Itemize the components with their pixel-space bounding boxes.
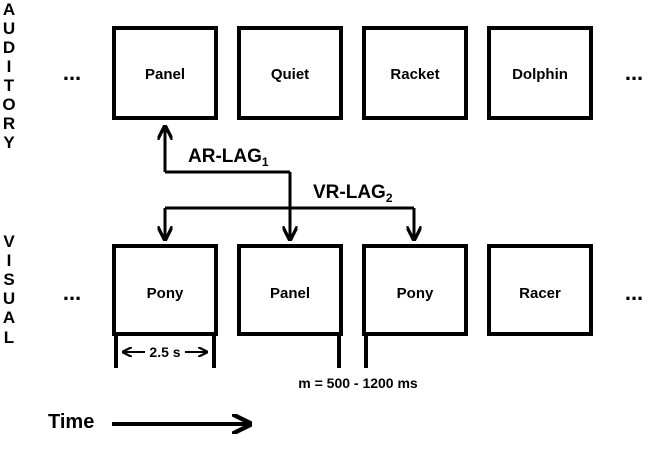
visual-box: [237, 244, 343, 336]
visual-box: [112, 244, 218, 336]
visual-word: Pony: [397, 285, 434, 302]
vr-lag-label: VR-LAG2: [313, 182, 393, 205]
ar-lag-label: AR-LAG1: [188, 146, 269, 169]
auditory-row: [112, 26, 593, 120]
duration-label: 2.5 s: [149, 344, 180, 360]
ellipsis-auditory-left: ...: [63, 60, 81, 85]
auditory-letter: O: [2, 95, 15, 114]
interval-marker: [337, 334, 368, 368]
vr-lag-subscript: 2: [386, 191, 393, 205]
visual-box: [487, 244, 593, 336]
auditory-box: [487, 26, 593, 120]
visual-box: [362, 244, 468, 336]
auditory-word: Panel: [145, 66, 185, 83]
auditory-box: [362, 26, 468, 120]
ellipsis-auditory-right: ...: [625, 60, 643, 85]
visual-letter: A: [3, 308, 15, 327]
visual-letter: S: [3, 270, 14, 289]
auditory-word: Dolphin: [512, 66, 568, 83]
ellipsis-visual-left: ...: [63, 280, 81, 305]
visual-word: Racer: [519, 285, 561, 302]
duration-marker: [114, 334, 216, 368]
auditory-word: Racket: [390, 66, 439, 83]
auditory-letter: A: [3, 0, 15, 19]
auditory-row-label: A U D I T O R Y: [2, 0, 15, 152]
visual-letter: V: [3, 232, 15, 251]
auditory-box: [237, 26, 343, 120]
visual-letter: L: [4, 328, 14, 347]
visual-row-label: V I S U A L: [3, 232, 15, 347]
time-label: Time: [48, 411, 94, 433]
auditory-letter: U: [3, 19, 15, 38]
vr-lag-text: VR-LAG: [313, 182, 386, 203]
auditory-letter: Y: [3, 133, 15, 152]
visual-word: Pony: [147, 285, 184, 302]
auditory-letter: R: [3, 114, 15, 133]
auditory-word: Quiet: [271, 66, 309, 83]
visual-word: Panel: [270, 285, 310, 302]
lag-connectors: [165, 128, 414, 238]
ar-lag-subscript: 1: [262, 155, 269, 169]
ar-lag-text: AR-LAG: [188, 146, 262, 167]
visual-letter: I: [7, 251, 12, 270]
ellipsis-visual-right: ...: [625, 280, 643, 305]
auditory-letter: D: [3, 38, 15, 57]
visual-row: [112, 244, 593, 336]
auditory-box: [112, 26, 218, 120]
auditory-letter: T: [4, 76, 15, 95]
visual-letter: U: [3, 289, 15, 308]
interval-label: m = 500 - 1200 ms: [298, 375, 418, 391]
auditory-letter: I: [7, 57, 12, 76]
